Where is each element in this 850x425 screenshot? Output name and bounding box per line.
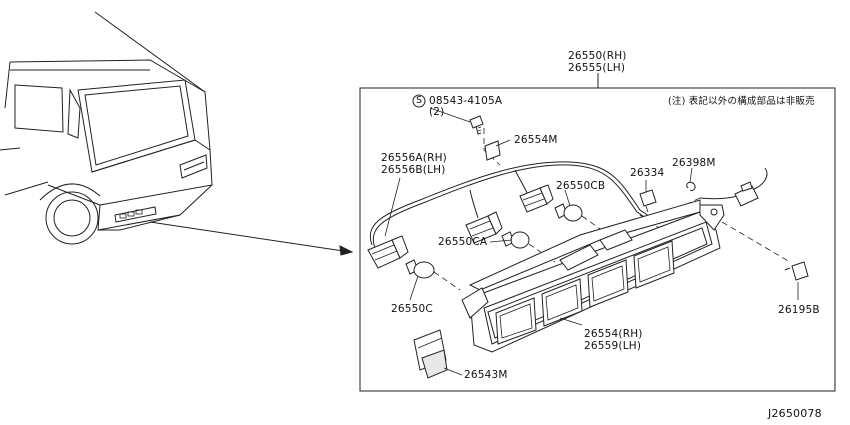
note-text: (注) 表記以外の構成部品は非販売 [668, 96, 815, 107]
screw-symbol-circle [412, 94, 426, 108]
leader-bulb-b [564, 189, 571, 207]
lamp-housing [461, 199, 725, 353]
leader-bulb-a [489, 239, 513, 243]
label-lens-rh: 26554(RH) [584, 328, 643, 340]
label-clip-a: 26334 [630, 167, 665, 179]
leader-bulb-c [409, 275, 419, 301]
screw-part-number: 08543-4105A [429, 95, 503, 107]
label-lens-lh: 26559(LH) [584, 340, 642, 352]
screw-quantity: (2) [429, 106, 445, 118]
socket-3 [519, 184, 554, 213]
label-bulb-c: 26550C [391, 303, 433, 315]
leader-socket-harness [384, 177, 401, 237]
harness-connector [734, 181, 759, 207]
leader-pad [443, 367, 463, 376]
leader-lens [559, 317, 583, 326]
leader-bracket [495, 139, 511, 147]
clip-26334 [639, 189, 657, 213]
label-bracket: 26554M [514, 134, 558, 146]
label-bolt: 26195B [778, 304, 820, 316]
label-socket-harness-lh: 26556B(LH) [381, 164, 446, 176]
group-label-rh: 26550(RH) [568, 50, 627, 62]
vehicle-rear-illustration [0, 11, 213, 245]
pointer-arrowhead [339, 245, 354, 256]
socket-2 [465, 211, 503, 244]
group-label-lh: 26555(LH) [568, 62, 626, 74]
pointer-arrow [149, 221, 351, 253]
bracket [484, 140, 501, 161]
leader-clip-b [689, 167, 693, 183]
label-bulb-b: 26550CB [556, 180, 606, 192]
screw-symbol: S [416, 95, 423, 106]
clip-26398m [686, 181, 696, 191]
screw [469, 115, 484, 135]
diagram-id: J2650078 [768, 407, 822, 420]
label-bulb-a: 26550CA [438, 236, 488, 248]
label-clip-b: 26398M [672, 157, 716, 169]
label-pad: 26543M [464, 369, 508, 381]
bulb-c [405, 259, 435, 279]
bulb-ca [501, 231, 530, 249]
bolt [784, 261, 809, 281]
pad [413, 329, 448, 379]
leader-screw [429, 107, 471, 123]
label-socket-harness-rh: 26556A(RH) [381, 152, 447, 164]
bulb-cb [554, 203, 583, 222]
socket-1 [367, 235, 409, 269]
